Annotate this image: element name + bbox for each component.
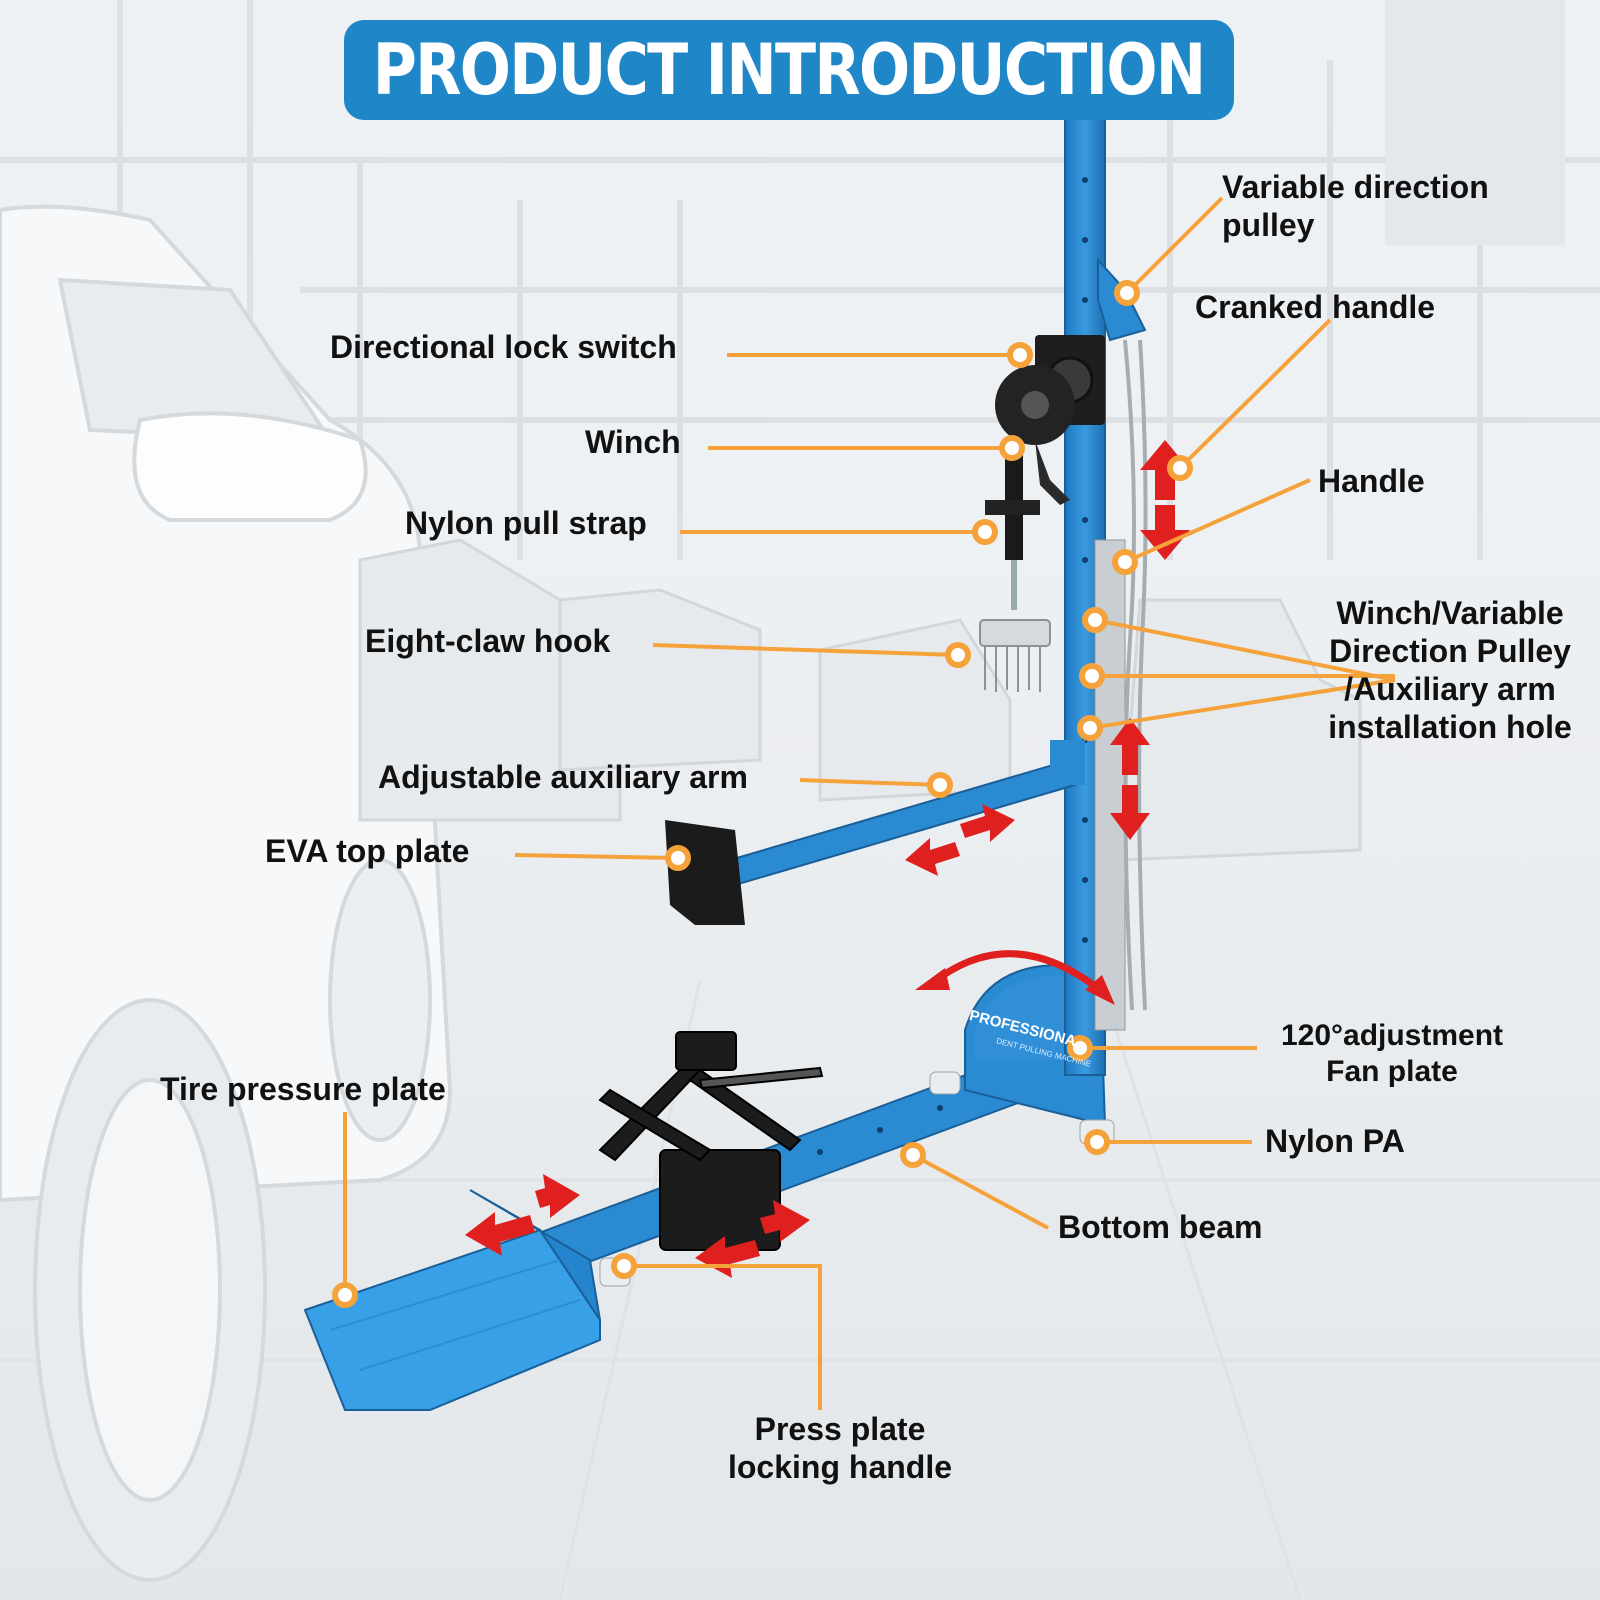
label-bottom-beam: Bottom beam (1058, 1209, 1263, 1245)
dot-cranked-handle (1167, 455, 1193, 481)
label-tire-pressure-plate: Tire pressure plate (160, 1071, 446, 1107)
winch-body (995, 335, 1105, 505)
dot-winch (999, 435, 1025, 461)
label-line: Variable direction (1222, 169, 1489, 205)
dot-nylon-pa (1084, 1129, 1110, 1155)
label-line: locking handle (727, 1449, 953, 1485)
dot-directional-lock-switch (1007, 342, 1033, 368)
dot-handle (1112, 549, 1138, 575)
label-winch: Winch (585, 424, 681, 460)
label-nylon-pa: Nylon PA (1265, 1123, 1405, 1159)
scissor-jack (598, 1031, 824, 1251)
dot-installation-hole-2 (1079, 663, 1105, 689)
dot-installation-hole-1 (1082, 607, 1108, 633)
dot-eva-top-plate (665, 845, 691, 871)
dot-variable-direction-pulley (1114, 280, 1140, 306)
page-title: PRODUCT INTRODUCTION (373, 29, 1206, 111)
label-press-plate-locking-handle: Press plate locking handle (700, 1410, 980, 1486)
label-directional-lock-switch: Directional lock switch (330, 329, 677, 365)
label-handle: Handle (1318, 463, 1425, 499)
label-line: pulley (1222, 207, 1315, 243)
label-line: Press plate (754, 1411, 926, 1447)
label-eva-top-plate: EVA top plate (265, 833, 470, 869)
label-line: 120°adjustment (1280, 1019, 1504, 1052)
dot-press-plate-locking-handle (611, 1253, 637, 1279)
label-line: installation hole (1328, 709, 1572, 745)
label-eight-claw-hook: Eight-claw hook (365, 623, 611, 659)
dot-tire-pressure-plate (332, 1282, 358, 1308)
dot-nylon-pull-strap (972, 519, 998, 545)
dot-installation-hole-3 (1077, 715, 1103, 741)
label-installation-hole: Winch/Variable Direction Pulley /Auxilia… (1310, 594, 1590, 746)
callout-dots (332, 280, 1193, 1308)
label-variable-direction-pulley: Variable direction pulley (1222, 168, 1489, 244)
dot-eight-claw-hook (945, 642, 971, 668)
title-banner: PRODUCT INTRODUCTION (344, 20, 1234, 120)
label-line: Direction Pulley (1329, 633, 1571, 669)
label-adjustable-auxiliary-arm: Adjustable auxiliary arm (378, 759, 748, 795)
dot-fan-plate (1067, 1035, 1093, 1061)
label-line: Winch/Variable (1336, 595, 1564, 631)
label-line: Fan plate (1326, 1055, 1458, 1088)
label-fan-plate: 120°adjustment Fan plate (1262, 1018, 1522, 1090)
label-cranked-handle: Cranked handle (1195, 289, 1436, 325)
label-nylon-pull-strap: Nylon pull strap (405, 505, 647, 541)
eva-plate-shape (665, 820, 745, 925)
dot-adjustable-auxiliary-arm (927, 772, 953, 798)
label-line: /Auxiliary arm (1344, 671, 1556, 707)
dot-bottom-beam (900, 1142, 926, 1168)
adjust-arrows (465, 440, 1190, 1278)
eight-claw-hook-shape (979, 619, 1051, 692)
callout-lines (343, 196, 1396, 1410)
